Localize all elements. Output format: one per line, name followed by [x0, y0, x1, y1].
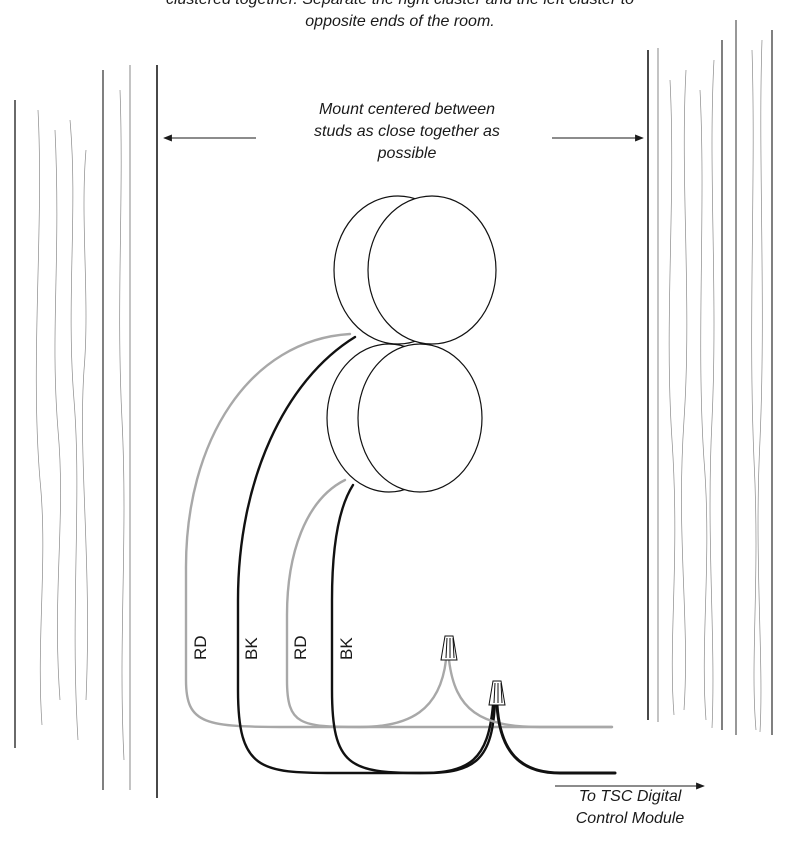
lower-coil-front	[357, 343, 483, 493]
lower-red-wire	[285, 478, 448, 729]
wire-label-rd-1: RD	[191, 635, 210, 660]
top-instruction-note: clustered together. Separate the right c…	[60, 0, 740, 33]
right-stud-wood-grain	[668, 39, 763, 733]
black-wire-nut-body	[488, 680, 506, 706]
mount-note-line-2: studs as close together as	[314, 123, 500, 140]
mount-note-line-3: possible	[377, 145, 437, 162]
left-stud-wood-grain	[35, 89, 125, 761]
upper-coil-front	[367, 195, 497, 345]
destination-note: To TSC Digital Control Module	[560, 786, 700, 830]
top-note-line-2: opposite ends of the room.	[305, 13, 495, 30]
destination-line-2: Control Module	[575, 810, 685, 827]
black-wire-nut	[488, 680, 506, 706]
destination-line-1: To TSC Digital	[578, 788, 682, 805]
left-stud	[14, 65, 158, 798]
black-output-wire	[495, 703, 617, 775]
right-stud	[647, 20, 773, 735]
red-wire-nut	[440, 635, 458, 661]
upper-speaker-coil	[333, 195, 497, 345]
speaker-wires	[184, 332, 617, 775]
lower-speaker-coil	[326, 343, 483, 493]
wire-label-bk-2: BK	[337, 637, 356, 660]
lower-black-wire	[330, 483, 495, 775]
mount-note-line-1: Mount centered between	[318, 101, 496, 118]
top-note-line-1: clustered together. Separate the right c…	[60, 0, 740, 11]
wire-label-bk-1: BK	[242, 637, 261, 660]
mount-instruction-note: Mount centered between studs as close to…	[262, 99, 552, 165]
red-output-wire	[447, 658, 614, 729]
upper-black-wire	[236, 335, 497, 775]
wire-label-rd-2: RD	[291, 635, 310, 660]
red-wire-nut-body	[440, 635, 458, 661]
upper-red-wire	[184, 332, 614, 729]
